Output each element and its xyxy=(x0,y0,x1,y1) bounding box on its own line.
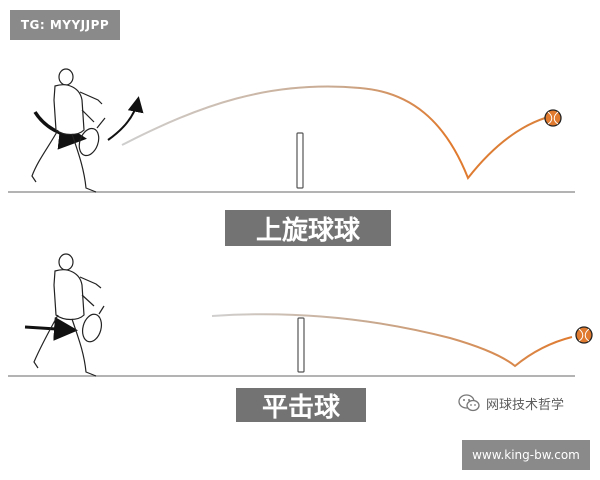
ball-trajectory xyxy=(211,313,573,368)
tennis-player-topspin xyxy=(31,68,106,193)
wechat-watermark: 网球技术哲学 xyxy=(458,392,564,414)
stroke-label-topspin: 上旋球球 xyxy=(222,207,394,249)
straight-swing-arrow-icon xyxy=(24,316,78,341)
curved-swing-arrow-icon xyxy=(107,96,144,141)
flat-panel xyxy=(8,253,593,377)
tennis-ball xyxy=(544,109,562,127)
ball-trajectory xyxy=(121,85,546,180)
net-post xyxy=(297,317,305,373)
site-watermark: www.king-bw.com xyxy=(462,440,590,470)
wechat-account-name: 网球技术哲学 xyxy=(486,397,565,413)
net-post xyxy=(296,132,304,189)
tennis-ball xyxy=(575,326,593,344)
topspin-panel xyxy=(8,68,575,193)
wechat-icon xyxy=(458,394,480,412)
stroke-label-flat: 平击球 xyxy=(233,385,369,425)
tennis-player-flat xyxy=(33,253,105,377)
curved-swing-arrow-icon xyxy=(33,111,87,150)
tg-watermark: TG: MYYJJPP xyxy=(10,10,120,40)
